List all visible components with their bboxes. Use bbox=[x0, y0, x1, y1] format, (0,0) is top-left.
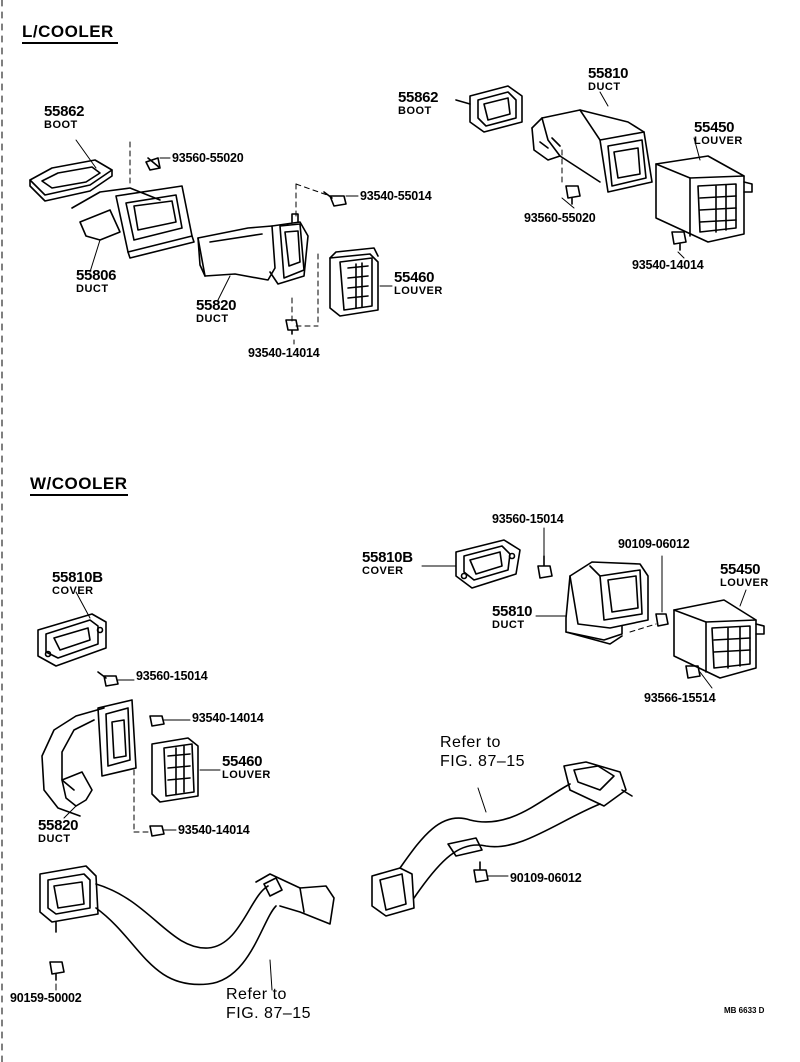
bolt-label: 93540-55014 bbox=[360, 189, 432, 203]
part-number: 55460 bbox=[394, 269, 435, 286]
part-number: 55810 bbox=[588, 65, 629, 82]
part-label-boot-55862-right: 55862 BOOT bbox=[398, 89, 439, 117]
duct-55806-drawing bbox=[72, 186, 194, 258]
part-number: 55450 bbox=[694, 119, 735, 136]
reference-line-1: Refer to bbox=[440, 734, 501, 751]
part-name: DUCT bbox=[492, 619, 525, 631]
louver-55450-l-drawing bbox=[656, 156, 752, 242]
reference-note-lower: Refer to FIG. 87–15 bbox=[226, 985, 311, 1023]
bolt-icons-w bbox=[50, 556, 700, 980]
bolt-label: 90109-06012 bbox=[510, 871, 582, 885]
part-name: BOOT bbox=[398, 105, 432, 117]
bolt-label: 93560-15014 bbox=[492, 512, 564, 526]
long-duct-right-drawing bbox=[372, 762, 632, 916]
part-label-duct-55820-w: 55820 DUCT bbox=[38, 817, 79, 845]
part-number: 55810B bbox=[52, 569, 103, 586]
part-label-duct-55810-w: 55810 DUCT bbox=[492, 603, 533, 631]
part-number: 55460 bbox=[222, 753, 263, 770]
duct-55820-l-drawing bbox=[198, 214, 308, 284]
part-name: COVER bbox=[362, 565, 404, 577]
part-name: LOUVER bbox=[222, 769, 271, 781]
louver-55450-w-drawing bbox=[674, 600, 764, 678]
part-number: 55810B bbox=[362, 549, 413, 566]
bolt-label: 93540-14014 bbox=[248, 346, 320, 360]
reference-line-2: FIG. 87–15 bbox=[226, 1005, 312, 1022]
bolt-label: 93540-14014 bbox=[178, 823, 250, 837]
bolt-label: 93560-55020 bbox=[524, 211, 596, 225]
bolt-label: 93540-14014 bbox=[192, 711, 264, 725]
part-label-duct-55810-l: 55810 DUCT bbox=[588, 65, 629, 93]
leader-lines-l-right bbox=[562, 92, 700, 258]
part-name: LOUVER bbox=[394, 285, 443, 297]
lower-duct-left-drawing bbox=[40, 866, 334, 984]
louver-55460-w-drawing bbox=[152, 738, 198, 802]
section-title-w-cooler: W/COOLER bbox=[30, 474, 128, 493]
part-label-louver-55450-w: 55450 LOUVER bbox=[720, 562, 769, 589]
cover-55810b-right-drawing bbox=[456, 540, 520, 588]
part-label-boot-55862-left: 55862 BOOT bbox=[44, 103, 85, 131]
bolt-label: 90159-50002 bbox=[10, 991, 82, 1005]
part-name: DUCT bbox=[38, 833, 71, 845]
bolt-label: 90109-06012 bbox=[618, 537, 690, 551]
part-label-duct-55806: 55806 DUCT bbox=[76, 267, 117, 295]
leader-lines-w bbox=[56, 528, 746, 990]
boot-55862-right-drawing bbox=[456, 86, 522, 132]
part-name: BOOT bbox=[44, 119, 78, 131]
figure-code: MB 6633 D bbox=[724, 1006, 765, 1015]
part-name: DUCT bbox=[196, 313, 229, 325]
bolt-label: 93560-15014 bbox=[136, 669, 208, 683]
part-number: 55806 bbox=[76, 267, 117, 284]
leader-lines-l bbox=[76, 140, 392, 344]
bolt-label: 93560-55020 bbox=[172, 151, 244, 165]
part-number: 55450 bbox=[720, 561, 761, 578]
part-label-louver-55460-w: 55460 LOUVER bbox=[222, 754, 271, 781]
part-label-louver-55450-l: 55450 LOUVER bbox=[694, 120, 743, 147]
part-name: COVER bbox=[52, 585, 94, 597]
duct-55810-w-drawing bbox=[566, 562, 648, 644]
part-number: 55820 bbox=[38, 817, 79, 834]
part-number: 55820 bbox=[196, 297, 237, 314]
part-label-cover-55810b-left: 55810B COVER bbox=[52, 570, 103, 597]
part-label-duct-55820-l: 55820 DUCT bbox=[196, 297, 237, 325]
reference-note-upper: Refer to FIG. 87–15 bbox=[440, 733, 525, 771]
part-name: DUCT bbox=[588, 81, 621, 93]
bolt-label: 93566-15514 bbox=[644, 691, 716, 705]
section-title-underline bbox=[30, 494, 128, 496]
duct-55810-l-drawing bbox=[532, 110, 652, 192]
section-title-underline bbox=[22, 42, 118, 44]
part-number: 55810 bbox=[492, 603, 533, 620]
part-name: LOUVER bbox=[694, 135, 743, 147]
part-number: 55862 bbox=[398, 89, 439, 106]
duct-55820-w-drawing bbox=[42, 700, 136, 816]
part-name: LOUVER bbox=[720, 577, 769, 589]
part-label-louver-55460-l: 55460 LOUVER bbox=[394, 270, 443, 297]
bolt-label: 93540-14014 bbox=[632, 258, 704, 272]
reference-line-2: FIG. 87–15 bbox=[440, 753, 526, 770]
part-number: 55862 bbox=[44, 103, 85, 120]
section-title-l-cooler: L/COOLER bbox=[22, 22, 114, 41]
bolt-icons-l bbox=[146, 158, 686, 334]
reference-line-1: Refer to bbox=[226, 986, 287, 1003]
part-name: DUCT bbox=[76, 283, 109, 295]
louver-55460-l-drawing bbox=[330, 248, 378, 316]
cover-55810b-left-drawing bbox=[38, 614, 106, 666]
boot-55862-left-drawing bbox=[30, 160, 112, 201]
part-label-cover-55810b-right: 55810B COVER bbox=[362, 550, 413, 577]
